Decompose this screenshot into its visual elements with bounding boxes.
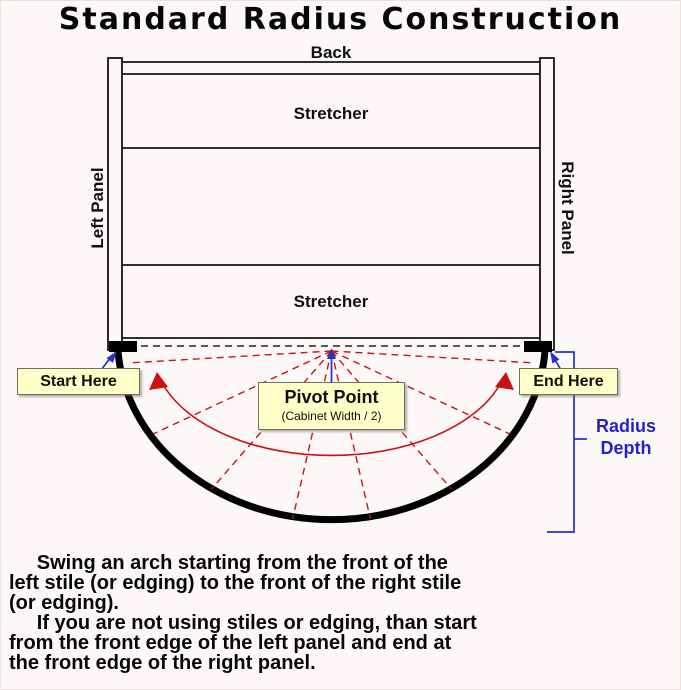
swing-arrow xyxy=(149,372,514,457)
text-line: (or edging). xyxy=(9,592,119,614)
stretcher-bottom-label: Stretcher xyxy=(293,292,369,311)
radius-depth-line2: Depth xyxy=(600,438,652,458)
radius-depth-bracket xyxy=(547,351,587,533)
radius-depth-line1: Radius xyxy=(595,416,656,436)
swing-arrowhead-left xyxy=(149,372,168,390)
left-panel-label-text: Left Panel xyxy=(88,167,107,249)
blue-pointers xyxy=(100,348,562,382)
swing-arrowhead-right xyxy=(495,372,514,390)
back-label: Back xyxy=(310,43,352,62)
text-line: Swing an arch starting from the front of… xyxy=(9,552,448,574)
radius-ray xyxy=(210,350,333,490)
right-panel-label-text: Right Panel xyxy=(558,161,577,255)
text-line: left stile (or edging) to the front of t… xyxy=(9,572,462,594)
end-here-tag: End Here xyxy=(519,368,618,395)
radius-ray xyxy=(330,350,372,520)
radius-ray xyxy=(331,350,511,435)
radius-depth-label: Radius Depth xyxy=(590,415,662,459)
page-title: Standard Radius Construction xyxy=(58,2,623,37)
left-panel xyxy=(107,57,123,351)
radius-ray xyxy=(291,350,333,520)
instructions-text: Swing an arch starting from the front of… xyxy=(9,553,677,673)
radius-ray xyxy=(152,350,332,435)
pivot-point-tag: Pivot Point (Cabinet Width / 2) xyxy=(258,382,405,430)
left-stile-block xyxy=(109,341,137,352)
right-panel xyxy=(539,57,555,351)
pivot-point-subtitle: (Cabinet Width / 2) xyxy=(281,409,382,423)
radius-ray xyxy=(127,350,332,364)
radius-ray xyxy=(331,350,536,364)
pivot-point-title: Pivot Point xyxy=(284,387,379,407)
text-line: the front edge of the right panel. xyxy=(9,652,316,674)
cabinet-outline xyxy=(107,57,555,351)
end-pointer-arrowhead xyxy=(550,351,560,364)
radius-arc xyxy=(114,350,549,524)
swing-arc xyxy=(163,385,500,457)
start-here-tag: Start Here xyxy=(17,368,140,395)
pivot-pointer-arrowhead xyxy=(327,348,336,359)
text-line: If you are not using stiles or edging, t… xyxy=(9,612,477,634)
right-stile-block xyxy=(524,341,552,352)
text-line: from the front edge of the left panel an… xyxy=(9,632,452,654)
stretcher-top-label: Stretcher xyxy=(293,104,369,123)
radius-rays xyxy=(127,350,536,520)
radius-ray xyxy=(330,350,452,490)
start-pointer-arrowhead xyxy=(106,351,117,363)
